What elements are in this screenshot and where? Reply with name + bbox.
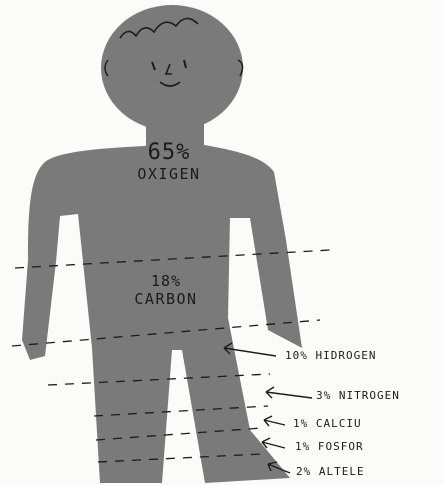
arrow-fosfor xyxy=(262,438,285,448)
calciu-percent: 1% xyxy=(293,417,308,430)
altele-name: ALTELE xyxy=(319,465,365,478)
oxigen-region-label: 65% OXIGEN xyxy=(124,140,214,183)
fosfor-name: FOSFOR xyxy=(318,440,364,453)
label-nitrogen: 3% NITROGEN xyxy=(316,389,400,402)
nitrogen-name: NITROGEN xyxy=(339,389,400,402)
hidrogen-name: HIDROGEN xyxy=(316,349,377,362)
carbon-percent: 18% xyxy=(116,272,216,290)
label-hidrogen: 10% HIDROGEN xyxy=(285,349,376,362)
label-calciu: 1% CALCIU xyxy=(293,417,362,430)
hidrogen-percent: 10% xyxy=(285,349,308,362)
altele-percent: 2% xyxy=(296,465,311,478)
fosfor-percent: 1% xyxy=(295,440,310,453)
calciu-name: CALCIU xyxy=(316,417,362,430)
label-altele: 2% ALTELE xyxy=(296,465,365,478)
body-silhouette xyxy=(22,145,302,483)
arrow-nitrogen xyxy=(266,387,312,398)
nitrogen-percent: 3% xyxy=(316,389,331,402)
arrow-calciu xyxy=(264,416,285,426)
label-fosfor: 1% FOSFOR xyxy=(295,440,364,453)
oxigen-name: OXIGEN xyxy=(124,165,214,183)
carbon-name: CARBON xyxy=(116,290,216,308)
oxigen-percent: 65% xyxy=(124,140,214,165)
carbon-region-label: 18% CARBON xyxy=(116,272,216,308)
